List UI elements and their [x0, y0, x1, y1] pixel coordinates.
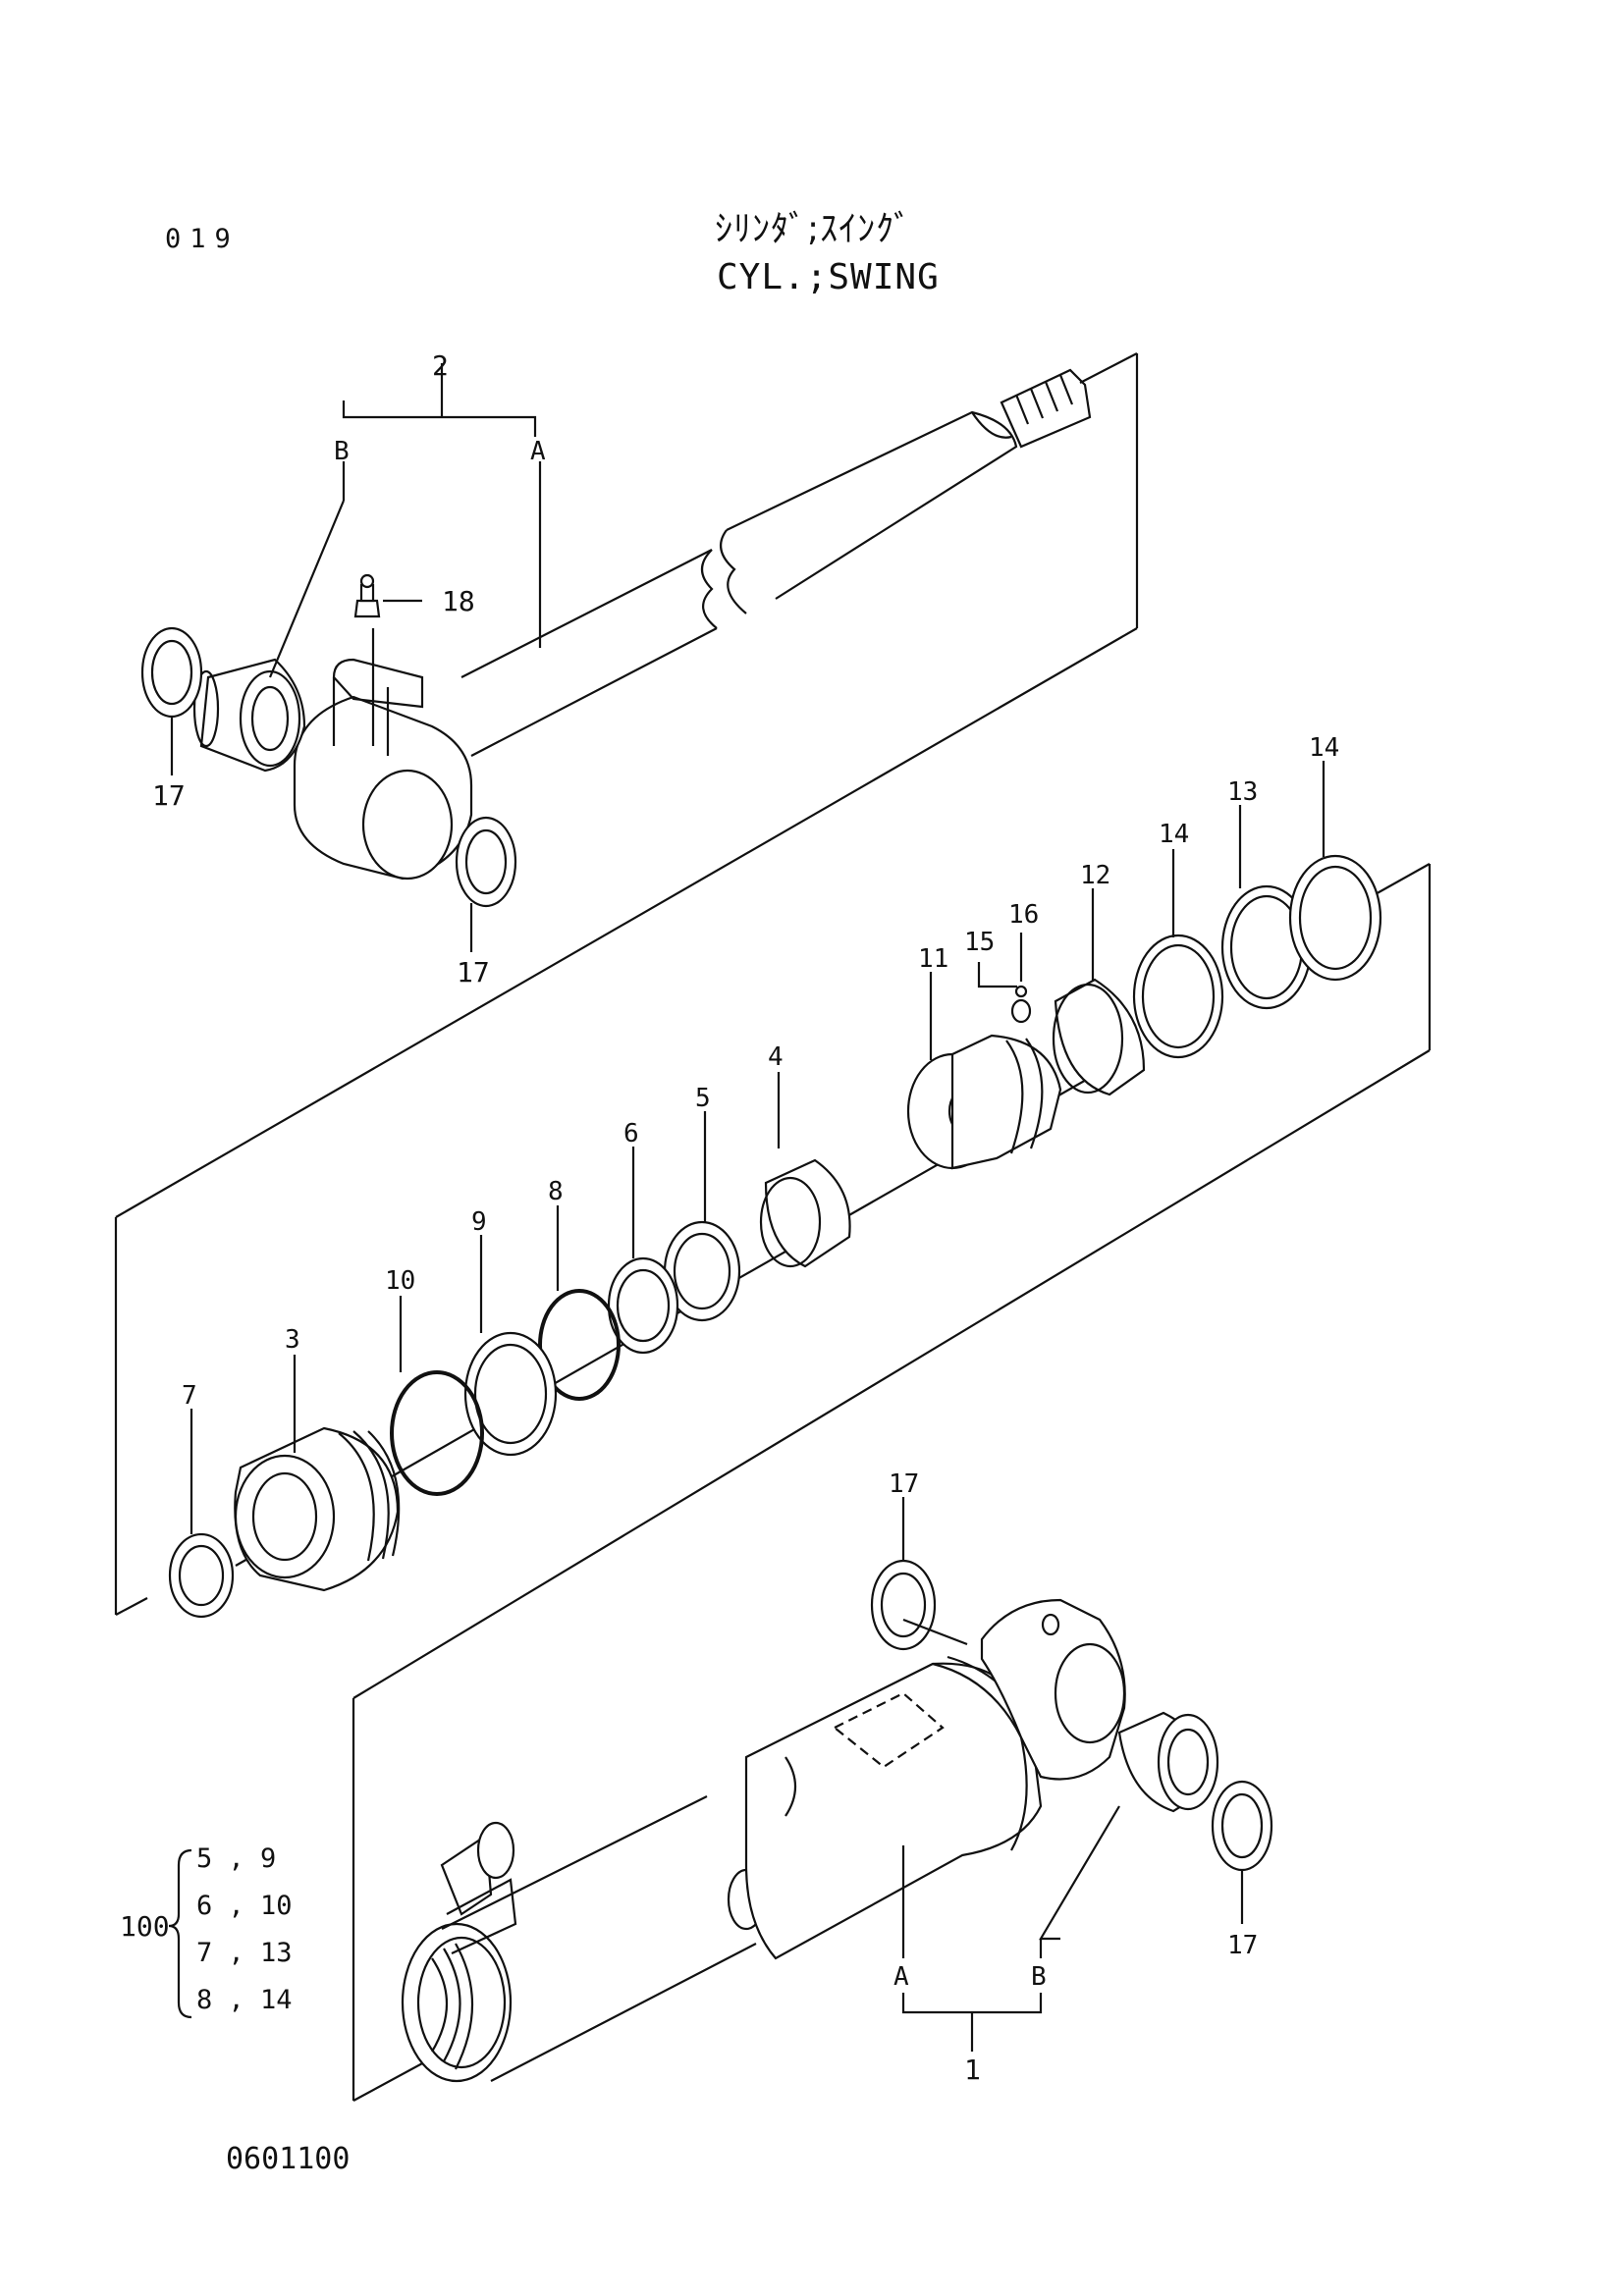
callout-2: 2 — [432, 349, 449, 382]
title-english: CYL.;SWING — [717, 257, 940, 297]
callout-b-rod: B — [334, 437, 350, 466]
callout-13: 13 — [1227, 777, 1258, 807]
kit-row-3: 7 , 13 — [196, 1938, 293, 1968]
ring-13 — [1220, 884, 1313, 1010]
callout-17-base-top: 17 — [889, 1469, 919, 1499]
kit-row-1: 5 , 9 — [196, 1843, 276, 1874]
document-code: 0601100 — [226, 2142, 351, 2176]
seal-7 — [168, 1532, 235, 1619]
grease-fitting-18 — [353, 573, 422, 618]
ring-6 — [607, 1256, 679, 1355]
bushing-rod-eye — [192, 658, 306, 773]
callout-16: 16 — [1008, 900, 1039, 930]
callout-17-base-right: 17 — [1227, 1931, 1258, 1960]
callout-7: 7 — [182, 1381, 197, 1411]
kit-brace — [168, 1848, 192, 2019]
callout-b-tube: B — [1031, 1962, 1047, 1992]
callout-8: 8 — [548, 1177, 564, 1206]
callout-15: 15 — [964, 928, 995, 957]
callout-a-rod: A — [530, 437, 546, 466]
callout-4: 4 — [768, 1042, 784, 1072]
callout-14-inner: 14 — [1159, 820, 1189, 849]
piston-11 — [906, 985, 1062, 1170]
piston-rod — [293, 368, 1092, 881]
ring-14-inner — [1132, 934, 1224, 1059]
seal-17-rod-right — [455, 816, 517, 908]
callout-labels: 2 B A 18 17 17 11 15 16 12 14 13 14 4 5 … — [120, 349, 1339, 2086]
o-ring-10 — [390, 1370, 484, 1496]
ring-14-outer — [1288, 854, 1382, 982]
callout-3: 3 — [285, 1325, 300, 1355]
leaders-rod — [170, 363, 542, 952]
kit-row-4: 8 , 14 — [196, 1985, 293, 2015]
cylinder-tube — [401, 1598, 1126, 2083]
callout-a-tube: A — [893, 1962, 909, 1992]
frame-rod-assembly — [115, 352, 1139, 1218]
callout-17-rod-right: 17 — [457, 956, 490, 988]
callout-1: 1 — [964, 2054, 981, 2086]
bushing-4 — [759, 1158, 851, 1268]
wear-ring-12 — [1052, 978, 1146, 1096]
leaders-piston — [189, 761, 1325, 1534]
callout-10: 10 — [385, 1266, 415, 1296]
leaders-tube — [901, 1805, 1120, 2052]
backup-ring-9 — [463, 1331, 558, 1457]
callout-6: 6 — [623, 1119, 639, 1148]
title-japanese: ｼﾘﾝﾀﾞ;ｽｲﾝｸﾞ — [715, 209, 913, 249]
o-ring-8 — [538, 1289, 621, 1401]
bushing-base — [1117, 1711, 1219, 1813]
callout-17-rod-left: 17 — [152, 779, 186, 812]
seal-17-rod-left — [140, 626, 203, 719]
callout-5: 5 — [695, 1084, 711, 1113]
rod-cover-3 — [234, 1426, 401, 1592]
callout-11: 11 — [918, 944, 948, 974]
callout-18: 18 — [442, 585, 475, 617]
seal-17-base-top — [870, 1497, 968, 1651]
kit-number: 100 — [120, 1910, 170, 1943]
callout-14-outer: 14 — [1309, 733, 1339, 763]
page-number: 019 — [165, 224, 240, 254]
callout-9: 9 — [471, 1207, 487, 1237]
seal-17-base-right — [1211, 1780, 1273, 1924]
callout-12: 12 — [1080, 861, 1110, 890]
kit-row-2: 6 , 10 — [196, 1891, 293, 1921]
